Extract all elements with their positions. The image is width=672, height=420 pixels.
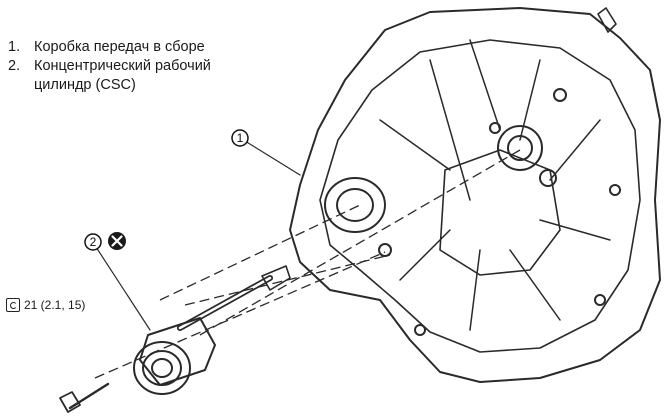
seal-bore-outer — [324, 177, 386, 233]
leader-line-1 — [244, 140, 301, 176]
legend-item-2: 2. Концентрический рабочий цилиндр (CSC) — [8, 57, 211, 95]
bolt-boss — [489, 122, 501, 134]
bolt-boss — [609, 184, 621, 196]
housing-rib — [379, 119, 451, 171]
csc-body-ring — [142, 350, 182, 386]
do-not-reuse-icon — [108, 232, 126, 250]
callout-label: 2 — [90, 235, 97, 249]
breather-fitting — [597, 7, 617, 33]
torque-wrench-icon — [6, 298, 20, 312]
housing-rib — [429, 59, 471, 201]
callout-2: 2 — [84, 233, 102, 251]
torque-value: 21 (2.1, 15) — [24, 298, 86, 312]
housing-rib — [399, 229, 451, 281]
mounting-bolt-head — [59, 391, 81, 413]
bolt-boss — [378, 243, 392, 257]
housing-rib — [469, 39, 501, 131]
legend-text: Коробка передач в сборе — [34, 39, 205, 55]
callout-circle — [84, 233, 102, 251]
transmission-housing — [289, 7, 661, 383]
legend: 1. Коробка передач в сборе 2. Концентрич… — [8, 38, 211, 95]
bolt-boss — [553, 88, 567, 102]
csc-body-inner — [151, 358, 173, 378]
csc-bracket — [139, 317, 216, 386]
bolt-boss — [594, 294, 606, 306]
housing-rib — [549, 119, 601, 181]
housing-rib — [469, 249, 481, 331]
shaft-bore-outer — [497, 125, 543, 171]
central-cavity — [439, 149, 561, 276]
alignment-line — [184, 254, 391, 306]
callout-label: 1 — [237, 131, 244, 145]
legend-number: 1. — [8, 39, 21, 55]
callout-circle — [231, 129, 249, 147]
bell-rim — [319, 39, 641, 353]
housing-rib — [509, 249, 561, 321]
legend-item-1: 1. Коробка передач в сборе — [8, 38, 211, 57]
legend-number: 2. — [8, 58, 21, 74]
bolt-boss — [539, 169, 557, 187]
leader-line-2 — [95, 246, 151, 331]
alignment-line — [199, 149, 521, 336]
housing-rib — [539, 219, 611, 241]
csc-body-outer — [133, 341, 191, 395]
alignment-line — [94, 251, 386, 379]
legend-text: Концентрический рабочий цилиндр (CSC) — [34, 58, 211, 93]
bolt-boss — [414, 324, 426, 336]
mounting-bolt-shank — [68, 382, 110, 410]
seal-bore-inner — [336, 188, 374, 222]
alignment-line — [159, 204, 361, 301]
shaft-bore-inner — [507, 135, 533, 161]
callout-1: 1 — [231, 129, 249, 147]
torque-spec: 21 (2.1, 15) — [6, 298, 85, 312]
